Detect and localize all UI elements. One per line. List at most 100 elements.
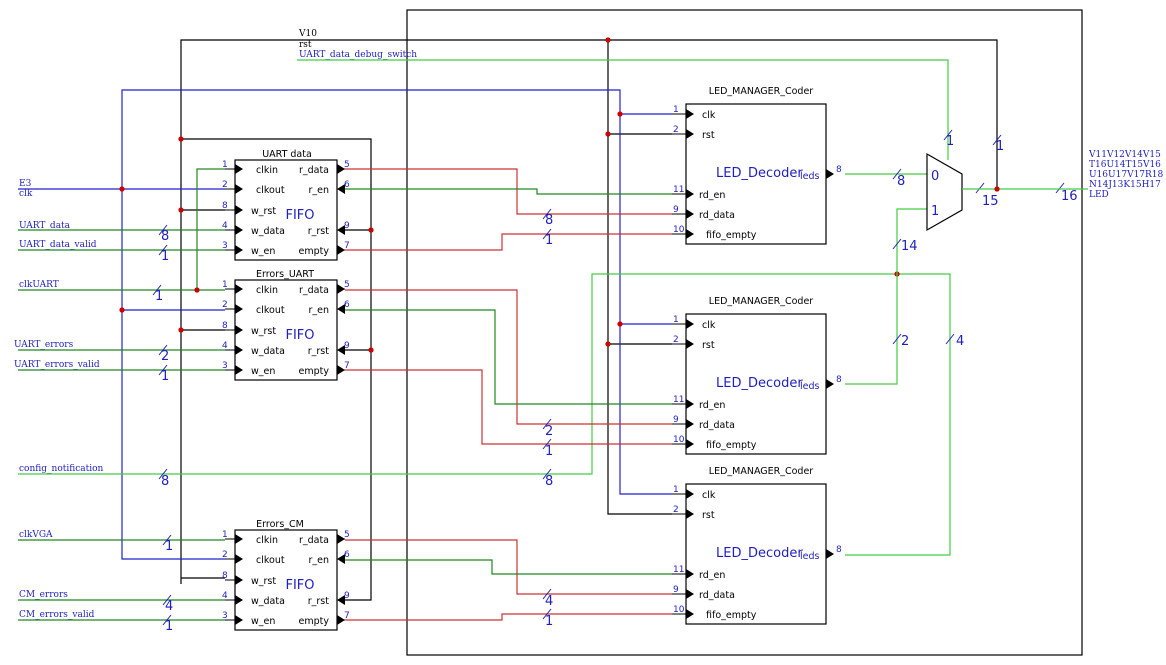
svg-text:r_rst: r_rst bbox=[308, 226, 330, 237]
svg-text:r_rst: r_rst bbox=[308, 346, 330, 357]
svg-text:4: 4 bbox=[222, 221, 228, 231]
svg-text:4: 4 bbox=[222, 591, 228, 601]
svg-text:9: 9 bbox=[673, 205, 679, 215]
clock-junctions bbox=[119, 111, 623, 327]
clk-uart-junction bbox=[194, 287, 200, 293]
svg-text:clkout: clkout bbox=[256, 555, 285, 566]
svg-text:2: 2 bbox=[901, 334, 909, 349]
svg-text:7: 7 bbox=[344, 611, 350, 621]
svg-text:8: 8 bbox=[836, 165, 842, 175]
input-bus-widths: 8 1 1 2 1 8 1 4 1 bbox=[155, 229, 173, 634]
svg-text:7: 7 bbox=[344, 361, 350, 371]
decoder-title: LED_MANAGER_Coder bbox=[709, 466, 814, 477]
input-bus-ticks bbox=[152, 224, 172, 626]
svg-text:rd_en: rd_en bbox=[699, 190, 725, 201]
fifo-title: UART data bbox=[262, 149, 312, 160]
svg-text:clkout: clkout bbox=[256, 305, 285, 316]
svg-text:clkin: clkin bbox=[256, 535, 278, 546]
svg-text:8: 8 bbox=[897, 174, 905, 189]
svg-text:empty: empty bbox=[299, 366, 330, 377]
clk-uart-label: clkUART bbox=[19, 280, 59, 290]
svg-text:8: 8 bbox=[836, 375, 842, 385]
debug-switch-label: UART_data_debug_switch bbox=[299, 50, 417, 60]
svg-text:9: 9 bbox=[344, 591, 350, 601]
svg-text:2: 2 bbox=[222, 300, 228, 310]
svg-text:6: 6 bbox=[344, 300, 350, 310]
svg-text:w_rst: w_rst bbox=[251, 206, 276, 217]
svg-text:10: 10 bbox=[673, 225, 685, 235]
svg-text:16: 16 bbox=[1061, 189, 1078, 204]
svg-text:1: 1 bbox=[161, 249, 169, 264]
svg-text:fifo_empty: fifo_empty bbox=[706, 610, 757, 621]
svg-text:6: 6 bbox=[344, 550, 350, 560]
svg-text:clkin: clkin bbox=[256, 285, 278, 296]
mux-bus-widths: 8 14 2 4 1 1 15 16 bbox=[897, 134, 1078, 349]
config-notification-net bbox=[18, 273, 951, 556]
svg-text:1: 1 bbox=[673, 485, 679, 495]
svg-text:4: 4 bbox=[165, 599, 173, 614]
decoder-title: LED_MANAGER_Coder bbox=[709, 296, 814, 307]
svg-text:r_en: r_en bbox=[308, 555, 329, 566]
svg-text:14: 14 bbox=[901, 239, 918, 254]
svg-text:8: 8 bbox=[222, 201, 228, 211]
decoder-label: LED_Decoder bbox=[716, 546, 803, 561]
svg-text:3: 3 bbox=[222, 361, 228, 371]
fifo-errors-uart: Errors_UART FIFO 1 2 8 4 3 clkin clkout … bbox=[222, 269, 350, 381]
clk-vga-label: clkVGA bbox=[19, 530, 53, 540]
output-pins-line4: N14J13K15H17 bbox=[1089, 180, 1161, 190]
svg-text:2: 2 bbox=[222, 550, 228, 560]
svg-text:1: 1 bbox=[161, 369, 169, 384]
fifo-label: FIFO bbox=[285, 328, 314, 343]
svg-text:5: 5 bbox=[344, 280, 350, 290]
svg-text:4: 4 bbox=[222, 341, 228, 351]
v10-label: V10 bbox=[298, 29, 317, 39]
svg-text:1: 1 bbox=[545, 614, 553, 629]
input-nets bbox=[18, 168, 225, 621]
uart-data-valid-label: UART_data_valid bbox=[19, 240, 97, 250]
svg-text:2: 2 bbox=[222, 180, 228, 190]
svg-text:clkout: clkout bbox=[256, 185, 285, 196]
svg-text:8: 8 bbox=[545, 474, 553, 489]
svg-text:r_data: r_data bbox=[299, 535, 329, 546]
svg-text:2: 2 bbox=[673, 505, 679, 515]
svg-text:clkin: clkin bbox=[256, 165, 278, 176]
svg-text:rd_en: rd_en bbox=[699, 570, 725, 581]
svg-text:5: 5 bbox=[344, 530, 350, 540]
svg-text:2: 2 bbox=[161, 349, 169, 364]
svg-text:9: 9 bbox=[344, 341, 350, 351]
mux-bus-ticks bbox=[892, 129, 1065, 345]
decoder-label: LED_Decoder bbox=[716, 166, 803, 181]
fifo-label: FIFO bbox=[285, 208, 314, 223]
svg-text:1: 1 bbox=[673, 315, 679, 325]
output-junction bbox=[994, 186, 1000, 192]
led-decoder-3: LED_MANAGER_Coder LED_Decoder leds 1 2 1… bbox=[672, 466, 842, 625]
svg-text:8: 8 bbox=[161, 229, 169, 244]
decoder-bus-widths: 8 1 2 1 8 4 1 bbox=[545, 213, 553, 629]
svg-text:1: 1 bbox=[996, 139, 1004, 154]
svg-text:w_en: w_en bbox=[251, 366, 275, 377]
svg-text:clk: clk bbox=[702, 110, 716, 121]
svg-text:7: 7 bbox=[344, 241, 350, 251]
svg-text:1: 1 bbox=[222, 530, 228, 540]
svg-text:9: 9 bbox=[673, 585, 679, 595]
svg-text:1: 1 bbox=[155, 289, 163, 304]
svg-text:2: 2 bbox=[673, 335, 679, 345]
svg-text:clk: clk bbox=[702, 490, 716, 501]
svg-text:w_data: w_data bbox=[251, 346, 285, 357]
decoder-output-nets bbox=[845, 173, 927, 385]
svg-text:11: 11 bbox=[673, 395, 684, 405]
svg-text:r_data: r_data bbox=[299, 285, 329, 296]
svg-text:6: 6 bbox=[344, 180, 350, 190]
svg-text:1: 1 bbox=[931, 204, 939, 219]
svg-text:15: 15 bbox=[982, 194, 999, 209]
output-pins-line3: U16U17V17R18 bbox=[1089, 170, 1164, 180]
svg-text:1: 1 bbox=[165, 619, 173, 634]
output-pins-line2: T16U14T15V16 bbox=[1089, 160, 1161, 170]
svg-text:11: 11 bbox=[673, 565, 684, 575]
output-mux: 0 1 bbox=[926, 152, 963, 232]
rst-net bbox=[180, 39, 998, 601]
svg-text:w_en: w_en bbox=[251, 616, 275, 627]
svg-text:w_en: w_en bbox=[251, 246, 275, 257]
led-decoder-1: LED_MANAGER_Coder LED_Decoder leds 1 2 1… bbox=[672, 86, 842, 245]
svg-text:w_rst: w_rst bbox=[251, 576, 276, 587]
